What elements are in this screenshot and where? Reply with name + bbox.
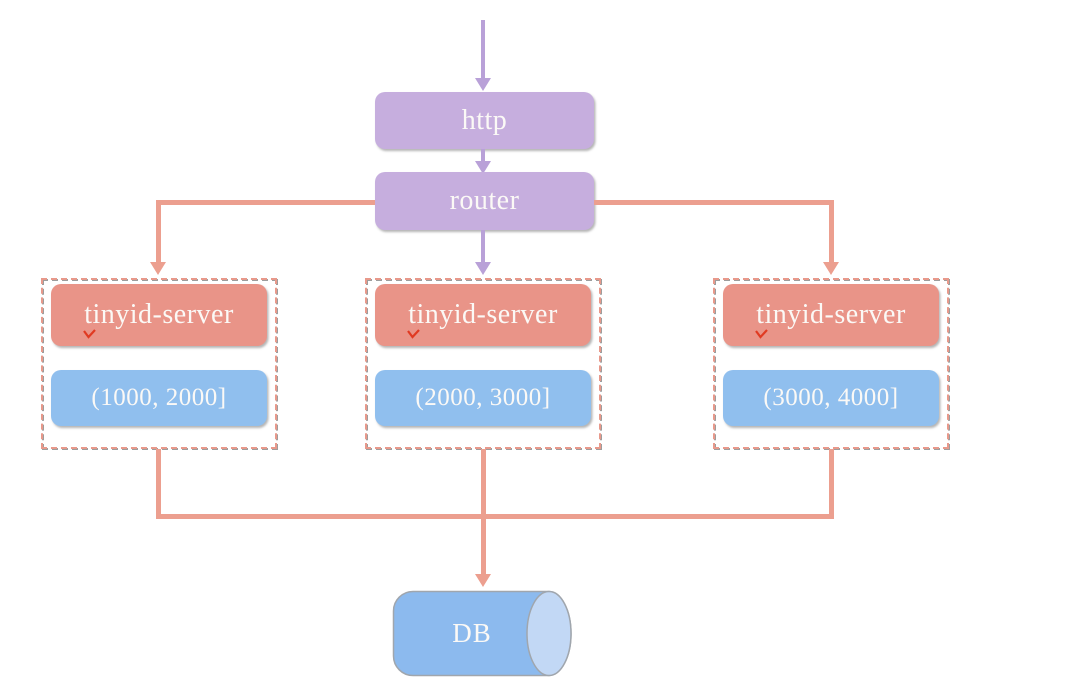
db-node: DB: [392, 590, 573, 677]
server-group-3: tinyid-server (3000, 4000]: [713, 278, 949, 449]
spellcheck-squiggle-icon: [755, 329, 769, 339]
arrowhead-down-icon: [475, 262, 491, 275]
server-node-3: tinyid-server: [723, 284, 939, 346]
db-node-label: DB: [452, 618, 492, 648]
range-label: (2000, 3000]: [415, 384, 551, 411]
server-node-label: tinyid-server: [755, 299, 906, 339]
connector-router-to-server2: [481, 230, 485, 264]
arrowhead-down-icon: [823, 262, 839, 275]
server-node-label: tinyid-server: [83, 299, 234, 339]
range-label: (3000, 4000]: [763, 384, 899, 411]
server-name-text: tinyid-server: [756, 299, 906, 330]
arrow-http-to-router: [481, 149, 485, 161]
connector-router-to-server3: [594, 200, 834, 205]
arrowhead-down-icon: [475, 78, 491, 91]
router-node-label: router: [449, 185, 520, 216]
http-node: http: [375, 92, 594, 149]
server-node-1: tinyid-server: [51, 284, 267, 346]
connector-server1-to-db: [156, 449, 161, 517]
range-label: (1000, 2000]: [91, 384, 227, 411]
arrowhead-down-icon: [475, 574, 491, 587]
spellcheck-squiggle-icon: [407, 329, 421, 339]
db-cylinder-icon: [392, 590, 572, 677]
connector-router-to-server1: [156, 200, 161, 264]
connector-server3-to-db: [829, 449, 834, 517]
arrowhead-down-icon: [150, 262, 166, 275]
arrowhead-down-icon: [475, 161, 491, 174]
range-node-1: (1000, 2000]: [51, 370, 267, 426]
server-name-text: tinyid-server: [84, 299, 234, 330]
connector-router-to-server1: [156, 200, 375, 205]
http-node-label: http: [461, 104, 508, 136]
server-node-2: tinyid-server: [375, 284, 591, 346]
range-node-2: (2000, 3000]: [375, 370, 591, 426]
range-node-3: (3000, 4000]: [723, 370, 939, 426]
server-name-text: tinyid-server: [408, 299, 558, 330]
connector-server2-to-db: [481, 449, 486, 576]
connector-router-to-server3: [829, 200, 834, 264]
server-node-label: tinyid-server: [407, 299, 558, 339]
server-group-2: tinyid-server (2000, 3000]: [365, 278, 601, 449]
arrow-client-to-http: [481, 20, 485, 78]
connector-merge-bus: [156, 514, 834, 519]
spellcheck-squiggle-icon: [83, 329, 97, 339]
router-node: router: [375, 172, 594, 230]
server-group-1: tinyid-server (1000, 2000]: [41, 278, 277, 449]
